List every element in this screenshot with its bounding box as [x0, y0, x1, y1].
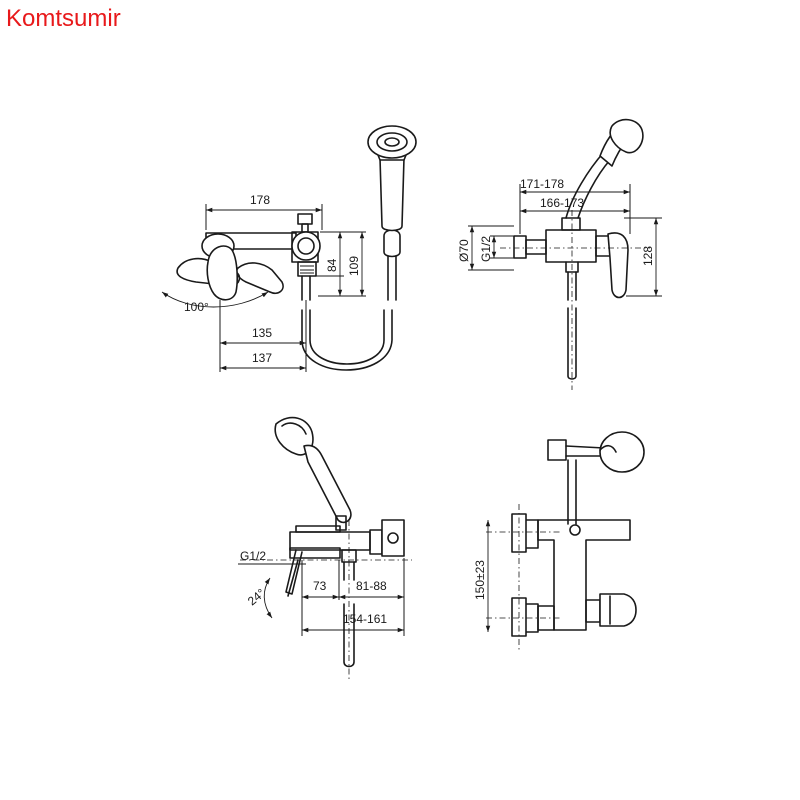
- dim-centers-label: 150±23: [473, 560, 487, 600]
- rotation-angle-label: 100°: [184, 300, 209, 314]
- front-view: G1/2 24° 73 81-88 154-161: [238, 416, 412, 680]
- dim-span-inner-label: 166-173: [540, 196, 584, 210]
- dim-offset-label: 73: [313, 579, 327, 593]
- side-view: 171-178 166-173 Ø70 G1/2 128: [457, 118, 662, 390]
- rear-view: 150±23: [473, 431, 645, 650]
- dim-height-side-label: 128: [641, 246, 655, 266]
- dim-diameter-label: Ø70: [457, 239, 471, 262]
- hand-shower-handle: [379, 157, 405, 232]
- handle-center: [206, 245, 238, 301]
- rear-body-frame: [537, 519, 631, 631]
- rear-shower-head: [599, 431, 645, 473]
- dim-range-small-label: 81-88: [356, 579, 387, 593]
- side-handle: [607, 232, 629, 299]
- dim-thread-side-label: G1/2: [479, 236, 493, 262]
- dim-height-outer-label: 109: [347, 256, 361, 276]
- dim-thread-front-label: G1/2: [240, 549, 266, 563]
- brand-logo: Komtsumir: [6, 5, 121, 32]
- dim-width-label: 178: [250, 193, 270, 207]
- dim-range-large-label: 154-161: [343, 612, 387, 626]
- handle-position-right: [235, 262, 284, 295]
- top-view: 100° 178 84 109 135 137: [161, 125, 417, 372]
- dim-depth-inner-label: 135: [252, 326, 272, 340]
- front-shower-handle: [303, 444, 352, 524]
- side-shower-head: [609, 118, 644, 154]
- shower-head: [367, 125, 417, 159]
- dim-span-outer-label: 171-178: [520, 177, 564, 191]
- rear-handle: [599, 593, 637, 627]
- handle-position-left: [176, 257, 241, 287]
- mixer-body-side: [545, 229, 597, 263]
- dim-depth-outer-label: 137: [252, 351, 272, 365]
- dim-height-inner-label: 84: [325, 258, 339, 272]
